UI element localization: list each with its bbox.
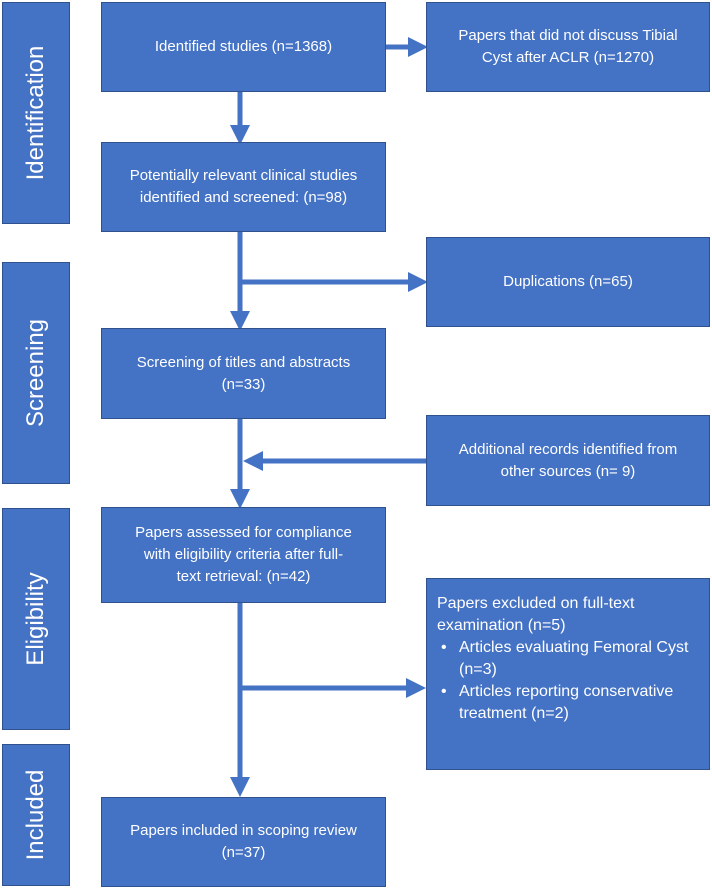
excluded-title: Papers excluded on full-text examination…	[437, 595, 635, 634]
screening-titles-text: Screening of titles and abstracts (n=33)	[136, 353, 351, 393]
assessed-box: Papers assessed for compliance with elig…	[101, 507, 386, 603]
assessed-text: Papers assessed for compliance with elig…	[135, 524, 352, 585]
identified-studies-box: Identified studies (n=1368)	[101, 2, 386, 92]
included-box: Papers included in scoping review (n=37)	[101, 797, 386, 887]
stage-eligibility: Eligibility	[2, 508, 70, 730]
additional-records-text: Additional records identified from other…	[458, 440, 678, 480]
duplications-box: Duplications (n=65)	[426, 237, 710, 327]
excluded-box: Papers excluded on full-text examination…	[426, 578, 710, 770]
identified-studies-text: Identified studies (n=1368)	[154, 38, 333, 55]
additional-records-box: Additional records identified from other…	[426, 415, 710, 506]
potentially-relevant-box: Potentially relevant clinical studies id…	[101, 142, 386, 232]
screening-titles-box: Screening of titles and abstracts (n=33)	[101, 328, 386, 419]
excluded-item-conservative: Articles reporting conservative treatmen…	[441, 681, 695, 725]
stage-screening: Screening	[2, 262, 70, 484]
included-text: Papers included in scoping review (n=37)	[130, 822, 357, 861]
not-discussed-box: Papers that did not discuss Tibial Cyst …	[426, 2, 710, 92]
potentially-relevant-text: Potentially relevant clinical studies id…	[129, 167, 358, 206]
excluded-list: Articles evaluating Femoral Cyst (n=3) A…	[437, 637, 695, 725]
stage-identification: Identification	[2, 2, 70, 224]
not-discussed-text: Papers that did not discuss Tibial Cyst …	[458, 27, 678, 66]
duplications-text: Duplications (n=65)	[503, 273, 633, 290]
excluded-item-femoral: Articles evaluating Femoral Cyst (n=3)	[441, 637, 695, 681]
stage-included: Included	[2, 744, 70, 886]
